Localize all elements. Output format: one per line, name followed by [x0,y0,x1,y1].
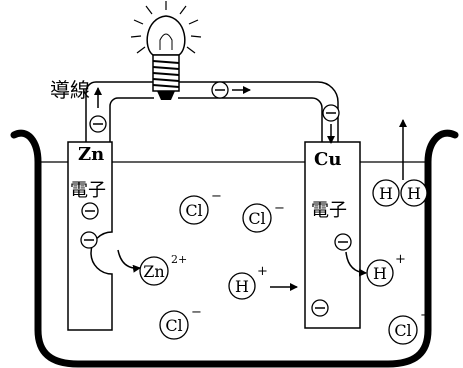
zn-electron-label: 電子 [70,180,106,201]
svg-text:H: H [235,277,249,296]
conducting-wire [85,81,339,142]
electron-zn-upper [81,202,99,220]
zn-ionization-arrow [117,249,141,273]
svg-text:H: H [407,184,421,203]
svg-text:−: − [211,189,222,204]
lightbulb-icon [130,1,202,100]
svg-text:Zn: Zn [143,262,164,281]
h2-molecule: H H [372,179,428,207]
svg-text:H: H [373,264,387,283]
electron-wire-top [211,81,229,99]
h-ion-cu-surface: H + [366,252,406,287]
beaker [10,129,459,368]
cl-ion-2: Cl − [242,201,285,233]
h-ion-solution: H + [228,264,268,300]
electron-wire-right [322,104,340,122]
cu-electron-label: 電子 [311,200,347,221]
svg-text:−: − [420,308,431,323]
svg-text:Cl: Cl [185,201,202,220]
cu-electrode [304,141,361,329]
svg-text:−: − [274,201,285,216]
reduction-arrow [345,251,367,277]
svg-text:+: + [257,264,268,279]
cl-ion-4: Cl − [388,308,431,345]
zn-electrode-label: Zn [78,144,104,165]
electron-zn-lower [80,231,98,249]
cu-electrode-label: Cu [314,149,341,170]
cl-ion-1: Cl − [179,189,222,225]
svg-text:−: − [191,305,202,320]
svg-text:Cl: Cl [165,316,182,335]
wire-label: 導線 [50,78,90,102]
zn-ion: Zn 2+ [139,253,187,286]
svg-text:2+: 2+ [171,253,187,266]
svg-text:H: H [379,184,393,203]
cl-ion-3: Cl − [159,305,202,340]
electron-cu-upper [334,233,352,251]
svg-text:+: + [395,252,406,267]
electron-cu-lower [311,299,329,317]
svg-text:Cl: Cl [394,321,411,340]
electron-wire-left [89,115,107,133]
svg-text:Cl: Cl [248,209,265,228]
